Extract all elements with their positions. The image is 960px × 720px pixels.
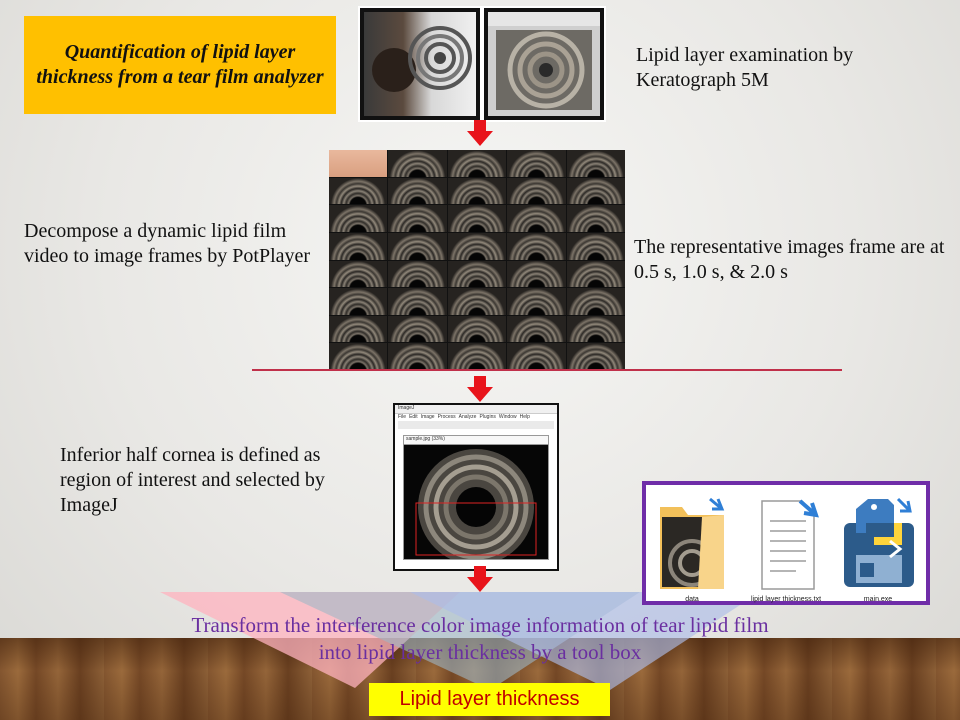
imagej-menu-item: Process [437,414,456,420]
text-file-icon [761,499,819,590]
video-frame-tile [329,205,388,232]
imagej-menu-item: Analyze [458,414,477,420]
video-frames-mosaic [329,150,625,370]
video-frame-tile [447,315,507,343]
roi-selection [415,502,537,556]
title-text: Quantification of lipid layer thickness … [36,41,324,88]
video-frame-tile [329,177,388,205]
video-frame-tile [329,232,388,260]
video-frame-tile [447,260,507,288]
video-frame-tile [507,315,566,343]
video-frame-tile [566,177,625,205]
toolbox-item-txt[interactable]: lipid layer thickness.txt [746,493,826,603]
python-exe-icon [844,497,914,587]
video-frame-tile [388,177,447,205]
video-frame-tile [507,288,566,315]
video-frame-tile [507,177,566,205]
video-frame-tile [447,232,507,260]
divider-line [252,369,842,371]
toolbox-item-label: main.exe [863,596,893,603]
keratograph-photo [358,6,482,122]
video-frame-tile [507,260,566,288]
video-frame-tile [388,150,447,177]
video-frame-tile [329,343,388,370]
imagej-menu-item: Edit [409,414,418,420]
video-frame-tile [566,288,625,315]
interference-rings-icon [488,12,600,110]
roi-label: Inferior half cornea is defined as regio… [60,444,325,516]
video-frame-tile [388,288,447,315]
toolbox-item-exe[interactable]: main.exe [838,493,918,603]
down-arrow-icon [467,120,493,146]
video-frame-tile [388,232,447,260]
video-frame-tile [507,343,566,370]
imagej-menu-item: Image [420,414,435,420]
representative-label: The representative images frame are at 0… [634,236,945,283]
video-frame-tile [566,232,625,260]
video-frame-tile [566,343,625,370]
video-frame-tile [507,150,566,177]
video-frame-tile [447,177,507,205]
toolbox-item-data[interactable]: data [652,493,732,603]
toolbox-item-label: lipid layer thickness.txt [750,596,822,603]
image-window-title: sample.jpg (33%) [403,435,549,445]
title-box: Quantification of lipid layer thickness … [24,16,336,114]
video-frame-tile [329,315,388,343]
folder-icon [660,497,725,589]
exam-label: Lipid layer examination by Keratograph 5… [636,44,854,91]
video-frame-tile [388,205,447,232]
toolbox-item-label: data [685,596,699,603]
video-frame-tile [447,288,507,315]
video-frame-tile [388,315,447,343]
video-frame-tile [447,343,507,370]
video-frame-tile [447,205,507,232]
video-frame-tile [329,150,388,177]
imagej-menu-item: Help [519,414,530,420]
cornea-rings-icon [415,449,537,565]
video-frame-tile [329,288,388,315]
imagej-toolbar [398,421,554,429]
toolbox-panel: data lipid layer thickness.txt main.exe [642,481,930,605]
down-arrow-icon [467,566,493,592]
imagej-menu-item: File [398,414,407,420]
video-frame-tile [566,205,625,232]
device-rings-icon [372,26,472,92]
video-frame-tile [507,232,566,260]
video-frame-tile [507,205,566,232]
video-frame-tile [447,150,507,177]
decompose-label: Decompose a dynamic lipid film video to … [24,220,311,267]
result-label: Lipid layer thickness [399,688,580,710]
video-frame-tile [388,260,447,288]
transform-label: Transform the interference color image i… [191,613,769,664]
video-frame-tile [566,260,625,288]
beam-right [410,592,760,690]
video-frame-tile [388,343,447,370]
imagej-menu-item: Plugins [479,414,496,420]
video-frame-tile [566,150,625,177]
video-frame-tile [329,260,388,288]
imagej-menu-item: Window [498,414,517,420]
down-arrow-icon [467,376,493,402]
cornea-image [403,445,549,565]
imagej-titlebar: ImageJ [395,405,557,414]
video-frame-tile [566,315,625,343]
result-box: Lipid layer thickness [369,683,610,716]
screen-photo [482,6,606,122]
